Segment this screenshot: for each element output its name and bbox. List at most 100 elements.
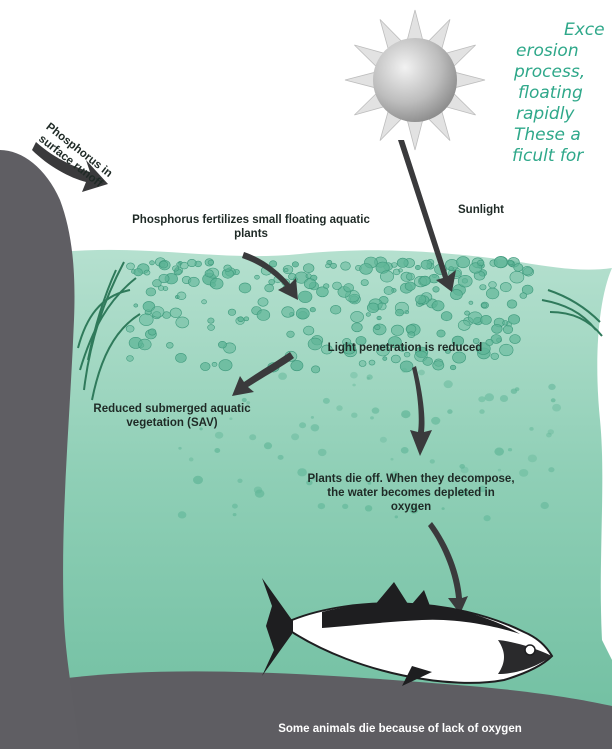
algae-bubble <box>228 309 236 315</box>
algae-bubble <box>369 360 375 365</box>
side-text: Exce erosion process, floating rapidly T… <box>512 20 612 167</box>
algae-bubble <box>432 301 444 311</box>
algae-bubble <box>486 288 499 299</box>
algae-bubble <box>180 262 188 269</box>
algae-bubble <box>292 262 298 267</box>
algae-bubble <box>391 458 394 461</box>
algae-bubble <box>498 469 501 472</box>
algae-bubble <box>391 325 403 335</box>
algae-bubble <box>433 287 439 293</box>
algae-bubble <box>391 263 397 268</box>
algae-bubble <box>299 422 306 428</box>
algae-bubble <box>177 292 186 300</box>
algae-bubble <box>278 373 287 380</box>
algae-bubble <box>449 267 454 271</box>
algae-bubble <box>282 307 294 318</box>
algae-bubble <box>144 270 150 275</box>
algae-bubble <box>520 293 527 299</box>
algae-bubble <box>468 312 482 324</box>
algae-bubble <box>469 301 473 304</box>
algae-bubble <box>401 368 407 373</box>
algae-bubble <box>291 433 299 440</box>
sun-icon <box>345 10 485 150</box>
sun-ray <box>407 10 423 41</box>
algae-bubble <box>395 309 403 316</box>
algae-bubble <box>367 377 370 380</box>
algae-bubble <box>244 317 249 321</box>
algae-bubble <box>284 268 288 271</box>
algae-bubble <box>134 304 138 307</box>
algae-bubble <box>201 362 211 370</box>
algae-bubble <box>507 300 517 308</box>
algae-bubble <box>298 291 312 303</box>
algae-bubble <box>500 282 511 291</box>
algae-bubble <box>239 283 251 293</box>
algae-bubble <box>401 410 410 418</box>
algae-bubble <box>552 404 561 412</box>
algae-bubble <box>450 365 456 370</box>
algae-bubble <box>548 384 555 390</box>
algae-bubble <box>418 370 425 376</box>
algae-bubble <box>546 433 552 438</box>
algae-bubble <box>219 360 232 371</box>
algae-bubble <box>367 303 379 313</box>
algae-bubble <box>160 261 168 268</box>
algae-bubble <box>350 372 358 379</box>
algae-bubble <box>528 455 537 463</box>
algae-bubble <box>306 274 311 279</box>
label-light-reduced: Light penetration is reduced <box>300 341 510 355</box>
side-line: rapidly <box>512 104 612 125</box>
algae-bubble <box>551 398 556 402</box>
algae-bubble <box>548 467 554 472</box>
algae-bubble <box>397 258 408 267</box>
algae-bubble <box>188 259 197 266</box>
side-line: Exce <box>512 20 612 41</box>
algae-bubble <box>304 279 316 289</box>
label-animals-die: Some animals die because of lack of oxyg… <box>240 722 560 736</box>
algae-bubble <box>254 487 262 494</box>
algae-bubble <box>127 356 134 362</box>
algae-bubble <box>176 353 187 362</box>
algae-bubble <box>489 282 497 289</box>
label-sunlight: Sunlight <box>446 203 516 217</box>
algae-bubble <box>481 315 492 324</box>
algae-bubble <box>492 324 503 333</box>
algae-bubble <box>341 262 351 270</box>
algae-bubble <box>304 326 314 335</box>
algae-bubble <box>318 449 327 456</box>
algae-bubble <box>480 285 486 290</box>
algae-bubble <box>331 305 341 314</box>
algae-bubble <box>172 266 178 271</box>
algae-bubble <box>127 263 135 270</box>
algae-bubble <box>380 437 387 443</box>
algae-bubble <box>224 265 232 272</box>
algae-bubble <box>311 424 320 431</box>
side-line: floating <box>512 83 612 104</box>
algae-bubble <box>391 355 400 363</box>
algae-bubble <box>406 273 414 280</box>
algae-bubble <box>370 416 374 419</box>
algae-bubble <box>264 442 272 449</box>
algae-bubble <box>420 276 431 285</box>
algae-bubble <box>265 284 274 292</box>
algae-bubble <box>238 317 244 322</box>
algae-bubble <box>494 448 504 456</box>
algae-bubble <box>323 398 330 404</box>
algae-bubble <box>375 325 381 330</box>
algae-bubble <box>510 335 521 344</box>
algae-bubble <box>178 511 187 518</box>
algae-bubble <box>153 280 162 287</box>
algae-bubble <box>380 271 393 282</box>
algae-bubble <box>408 332 415 338</box>
algae-bubble <box>511 389 517 394</box>
algae-bubble <box>215 432 223 439</box>
algae-bubble <box>465 311 470 315</box>
algae-bubble <box>193 476 203 484</box>
sun-ray <box>407 119 423 150</box>
algae-bubble <box>378 303 386 310</box>
algae-bubble <box>541 502 549 509</box>
algae-bubble <box>372 407 380 413</box>
algae-bubble <box>484 515 491 521</box>
algae-bubble <box>150 261 155 265</box>
algae-bubble <box>139 314 153 326</box>
